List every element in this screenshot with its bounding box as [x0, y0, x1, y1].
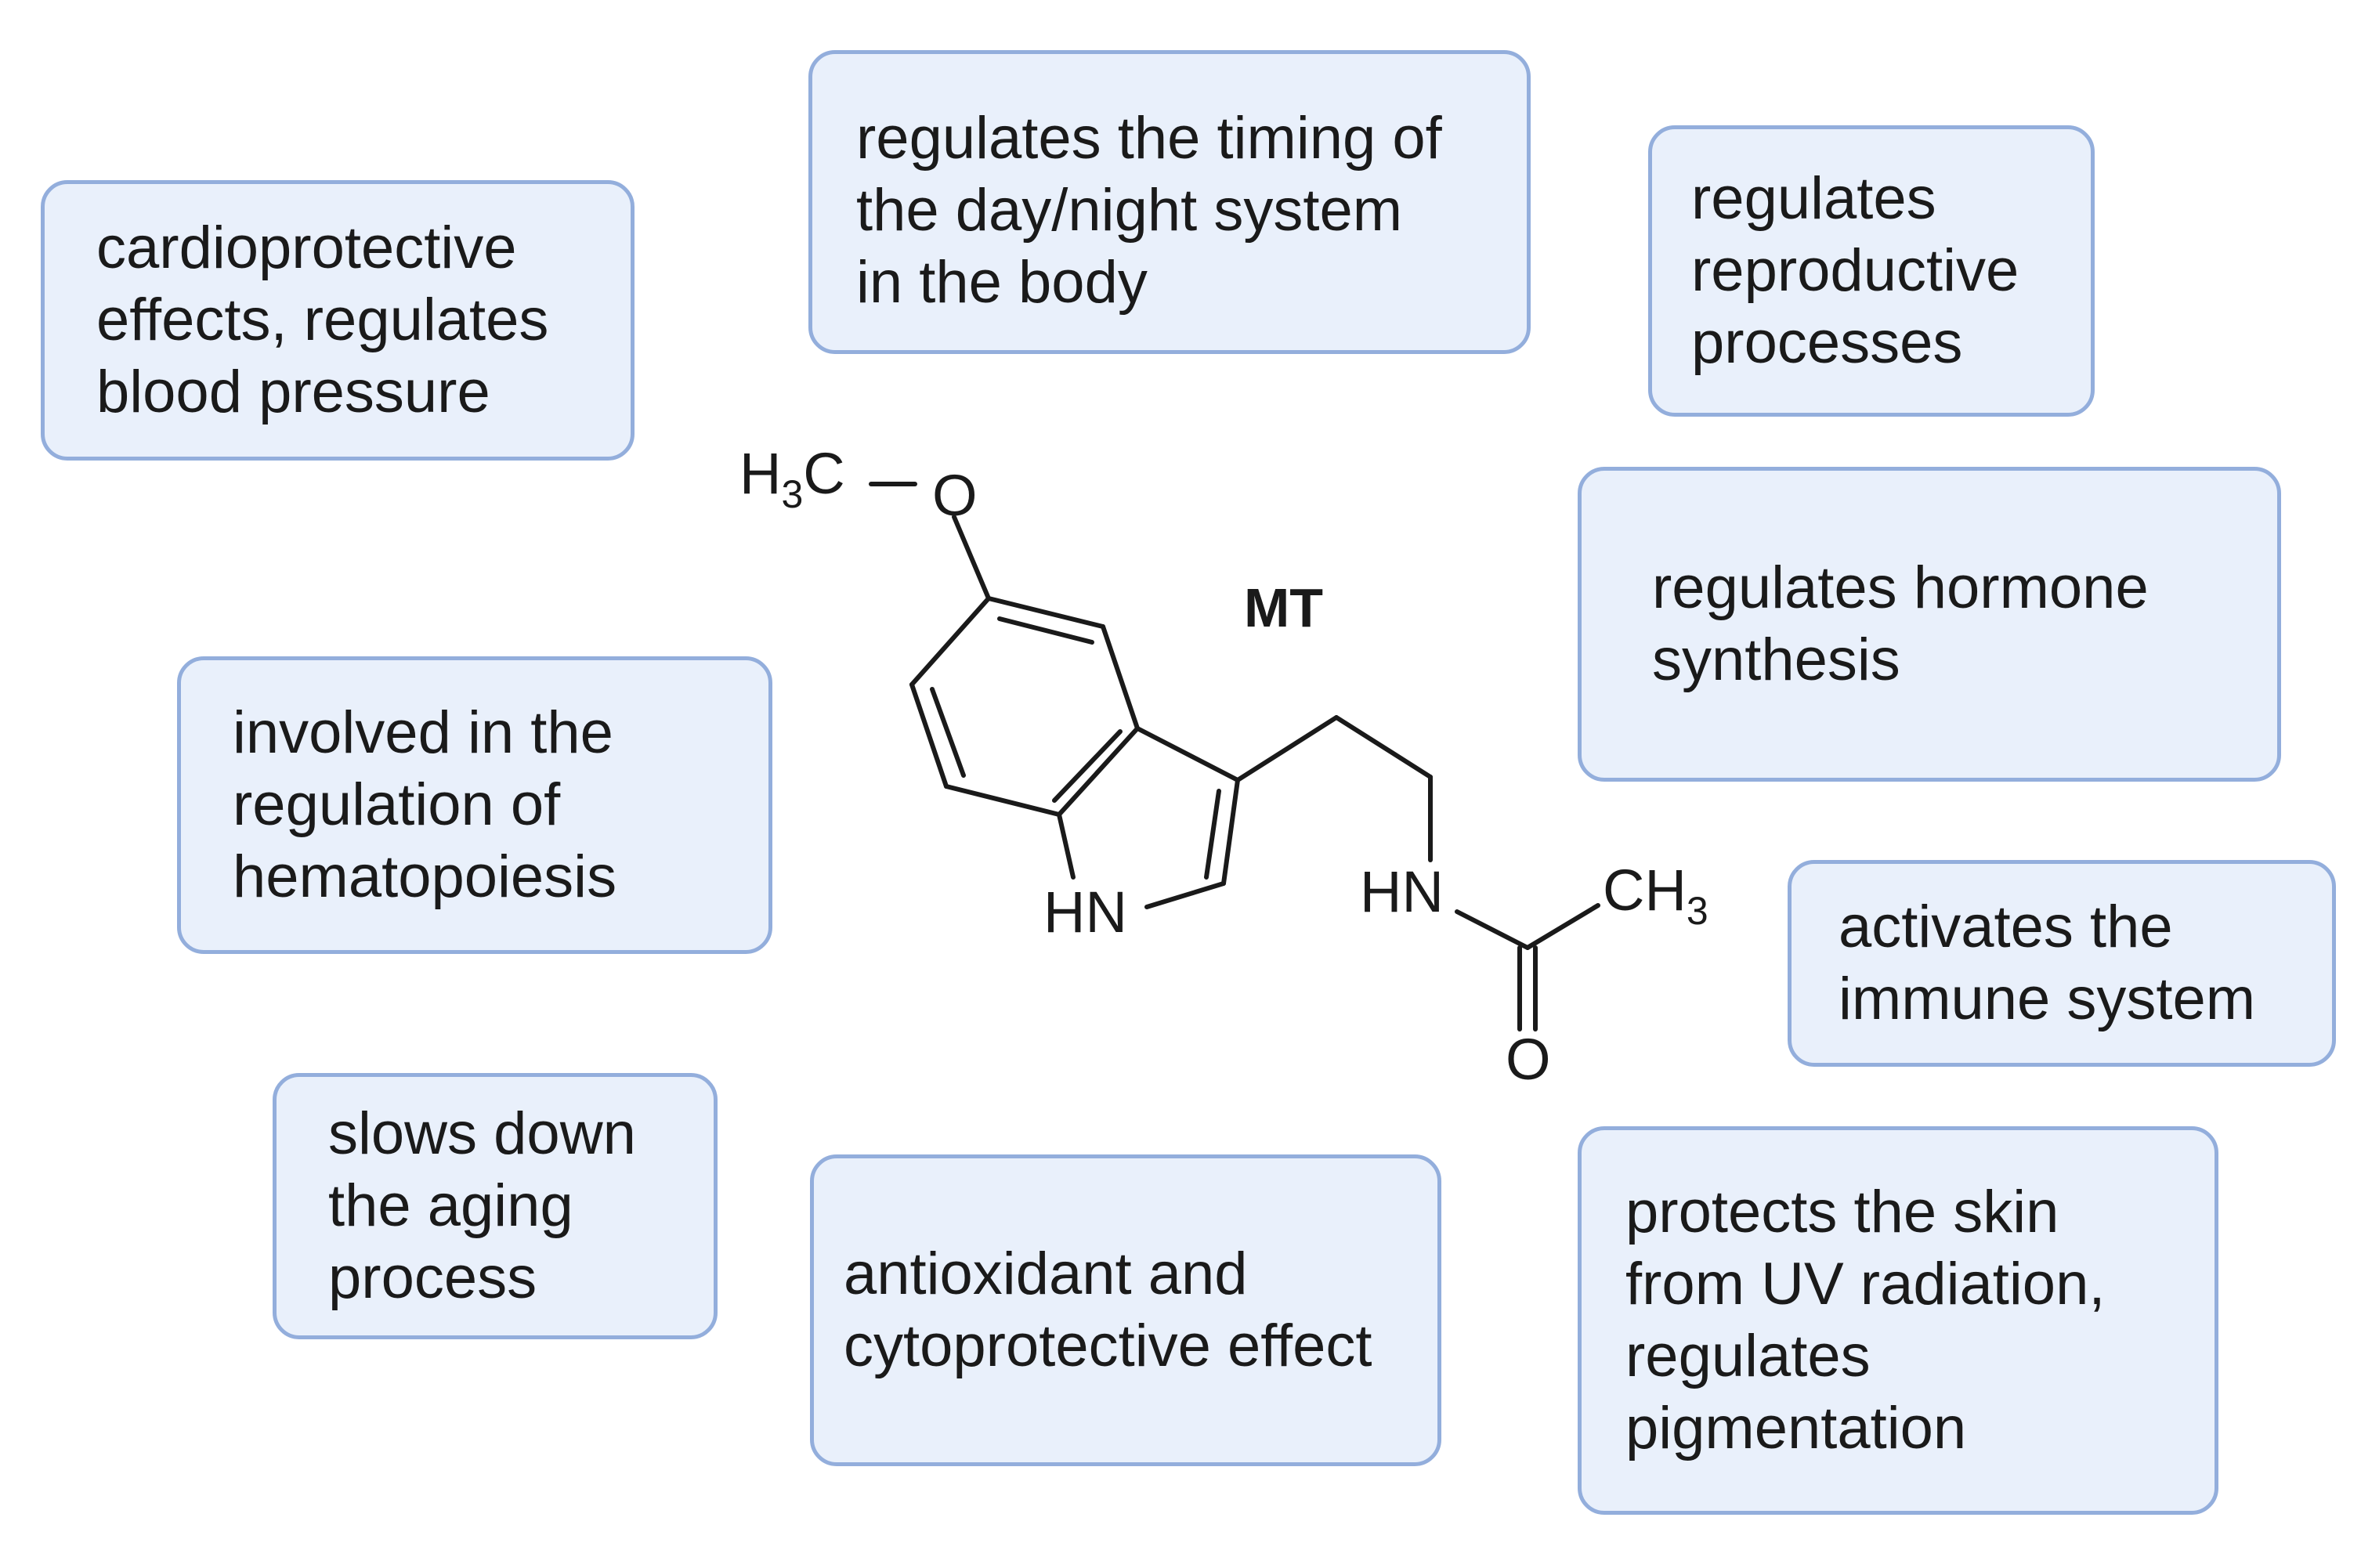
bond-o-ring [952, 515, 991, 601]
atom-methyl-left: H3C [739, 441, 845, 516]
bond-pyrrole-1 [1135, 726, 1240, 782]
box-skin-protection-text: protects the skin from UV radiation, reg… [1625, 1179, 2106, 1461]
bond-pyrrole-3 [1144, 881, 1226, 909]
bond-ring-2 [1101, 624, 1140, 731]
box-immune-system: activates the immune system [1788, 860, 2336, 1067]
bond-ring-4 [944, 784, 1061, 817]
box-reproductive: regulates reproductive processes [1648, 125, 2095, 417]
box-cardioprotective-text: cardioprotective effects, regulates bloo… [96, 215, 549, 425]
box-hormone-synthesis-text: regulates hormone synthesis [1652, 555, 2149, 693]
box-day-night-timing-text: regulates the timing of the day/night sy… [856, 105, 1442, 316]
atom-carbonyl-oxygen: O [1506, 1027, 1551, 1092]
box-antioxidant: antioxidant and cytoprotective effect [810, 1154, 1441, 1466]
atom-ring-nh: HN [1043, 880, 1127, 945]
box-antioxidant-text: antioxidant and cytoprotective effect [844, 1241, 1372, 1379]
box-cardioprotective: cardioprotective effects, regulates bloo… [41, 180, 635, 461]
atom-amide-nh: HN [1360, 859, 1444, 924]
box-reproductive-text: regulates reproductive processes [1691, 165, 2019, 376]
box-day-night-timing: regulates the timing of the day/night sy… [808, 50, 1531, 354]
atom-ether-oxygen: O [932, 463, 978, 528]
bond-chain-2 [1334, 715, 1433, 779]
bond-pyrrole-2-inner [1204, 789, 1221, 880]
box-hematopoiesis-text: involved in the regulation of hematopoie… [233, 699, 617, 910]
box-aging-text: slows down the aging process [328, 1100, 636, 1311]
bond-ring-1 [986, 596, 1105, 629]
atom-methyl-right: CH3 [1603, 858, 1708, 933]
bond-pyrrole-4 [1057, 812, 1076, 880]
box-hormone-synthesis: regulates hormone synthesis [1578, 467, 2281, 782]
bond-ring-3 [1057, 726, 1140, 817]
molecule-label: MT [1244, 577, 1323, 638]
bond-ring-5-inner [930, 687, 966, 778]
bond-ring-1-inner [997, 616, 1094, 645]
bond-ring-5 [909, 682, 949, 789]
bond-nh-c [1455, 909, 1530, 950]
bond-pyrrole-2 [1221, 778, 1240, 886]
bond-c-ch3 [1525, 903, 1600, 950]
box-hematopoiesis: involved in the regulation of hematopoie… [177, 656, 772, 954]
box-immune-system-text: activates the immune system [1839, 894, 2256, 1032]
bond-ring-3-inner [1052, 729, 1123, 803]
bond-chain-1 [1235, 715, 1339, 782]
bond-ring-6 [909, 596, 991, 687]
box-aging: slows down the aging process [273, 1073, 718, 1339]
box-skin-protection: protects the skin from UV radiation, reg… [1578, 1126, 2218, 1515]
